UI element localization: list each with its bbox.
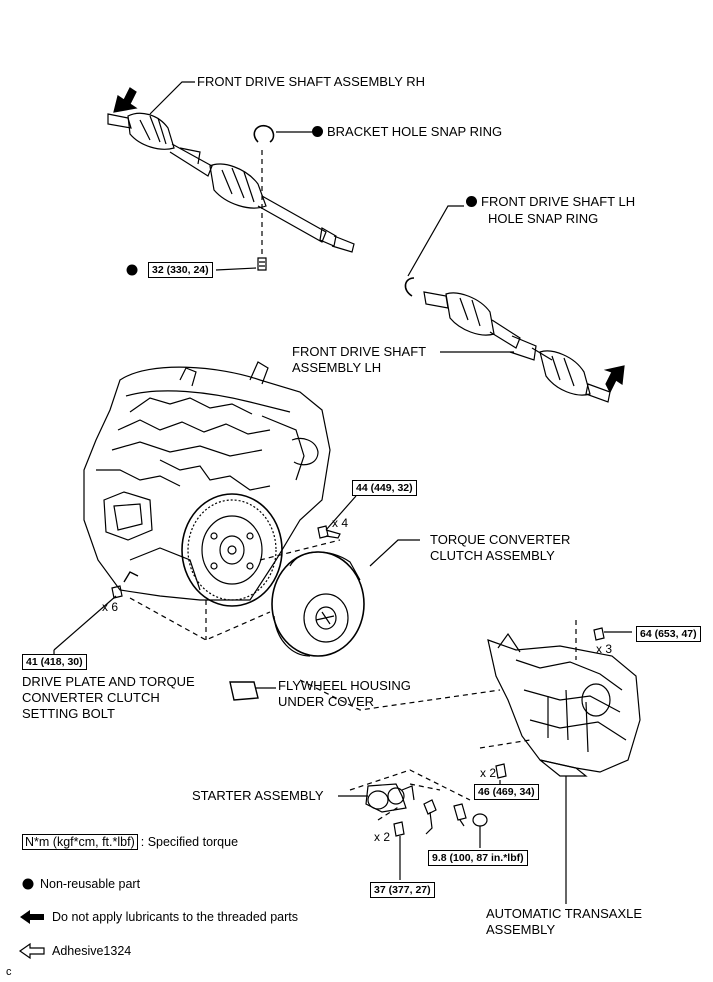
transaxle-body [487,632,641,777]
label-torque-converter-line2: CLUTCH ASSEMBLY [430,548,555,563]
filled-arrow-icon [20,910,44,924]
engine-block [83,361,331,601]
legend-non-reusable: Non-reusable part [40,877,141,891]
count-x6: x 6 [102,600,119,614]
label-lh-shaft-line2: ASSEMBLY LH [292,360,382,375]
outline-arrow-icon [18,942,45,960]
starter-motor [365,783,415,813]
label-lh-snap-ring-line1: FRONT DRIVE SHAFT LH [481,194,636,209]
no-lubricant-arrow-lh [603,365,625,394]
non-reusable-dot [466,196,477,207]
label-bracket-snap-ring-text: BRACKET HOLE SNAP RING [327,124,503,139]
torque-46: 46 (469, 34) [474,784,539,800]
lh-drive-shaft [423,291,611,403]
non-reusable-dot [312,126,323,137]
label-flywheel-line2: UNDER COVER [278,694,375,709]
label-transaxle-line2: ASSEMBLY [486,922,556,937]
label-lh-shaft-line1: FRONT DRIVE SHAFT [292,344,427,359]
torque-9-8: 9.8 (100, 87 in.*lbf) [428,850,528,866]
label-drive-plate-line1: DRIVE PLATE AND TORQUE [22,674,195,689]
label-transaxle-line1: AUTOMATIC TRANSAXLE [486,906,643,921]
torque-37: 37 (377, 27) [370,882,435,898]
bracket-bolt [257,257,267,271]
torque-44: 44 (449, 32) [352,480,417,496]
count-x3: x 3 [596,642,613,656]
setting-bolt-41 [111,585,123,599]
label-lh-snap-ring: FRONT DRIVE SHAFT LH [466,194,635,210]
drive-plate [181,493,283,607]
flywheel-housing-cover [229,681,259,701]
lh-snap-ring [404,277,415,297]
label-flywheel-line1: FLYWHEEL HOUSING [278,678,411,693]
drive-plate-bolt-44 [317,525,341,539]
torque-41: 41 (418, 30) [22,654,87,670]
legend-torque-unit: N*m (kgf*cm, ft.*lbf) [22,834,138,850]
torque-64: 64 (653, 47) [636,626,701,642]
corner-mark: c [6,966,12,978]
non-reusable-dot-bolt [126,264,138,276]
label-starter: STARTER ASSEMBLY [192,788,324,803]
bracket-snap-ring [253,124,275,143]
legend-no-lubricant: Do not apply lubricants to the threaded … [52,910,298,924]
count-x2-transaxle: x 2 [480,766,497,780]
label-drive-plate-line2: CONVERTER CLUTCH [22,690,160,705]
count-x2-starter: x 2 [374,830,391,844]
torque-32: 32 (330, 24) [148,262,213,278]
legend-torque: N*m (kgf*cm, ft.*lbf): Specified torque [22,834,238,850]
label-bracket-snap-ring: BRACKET HOLE SNAP RING [312,124,502,140]
rh-drive-shaft [107,112,355,253]
label-torque-converter-line1: TORQUE CONVERTER [430,532,571,547]
count-x4: x 4 [332,516,349,530]
torque-converter [271,551,365,657]
label-drive-plate-line3: SETTING BOLT [22,706,115,721]
legend-torque-desc: : Specified torque [140,835,239,849]
label-rh-shaft: FRONT DRIVE SHAFT ASSEMBLY RH [197,74,426,89]
label-lh-snap-ring-line2: HOLE SNAP RING [488,211,599,226]
legend-adhesive: Adhesive1324 [52,944,132,958]
no-lubricant-arrow-rh [113,87,138,113]
non-reusable-icon [22,878,34,890]
